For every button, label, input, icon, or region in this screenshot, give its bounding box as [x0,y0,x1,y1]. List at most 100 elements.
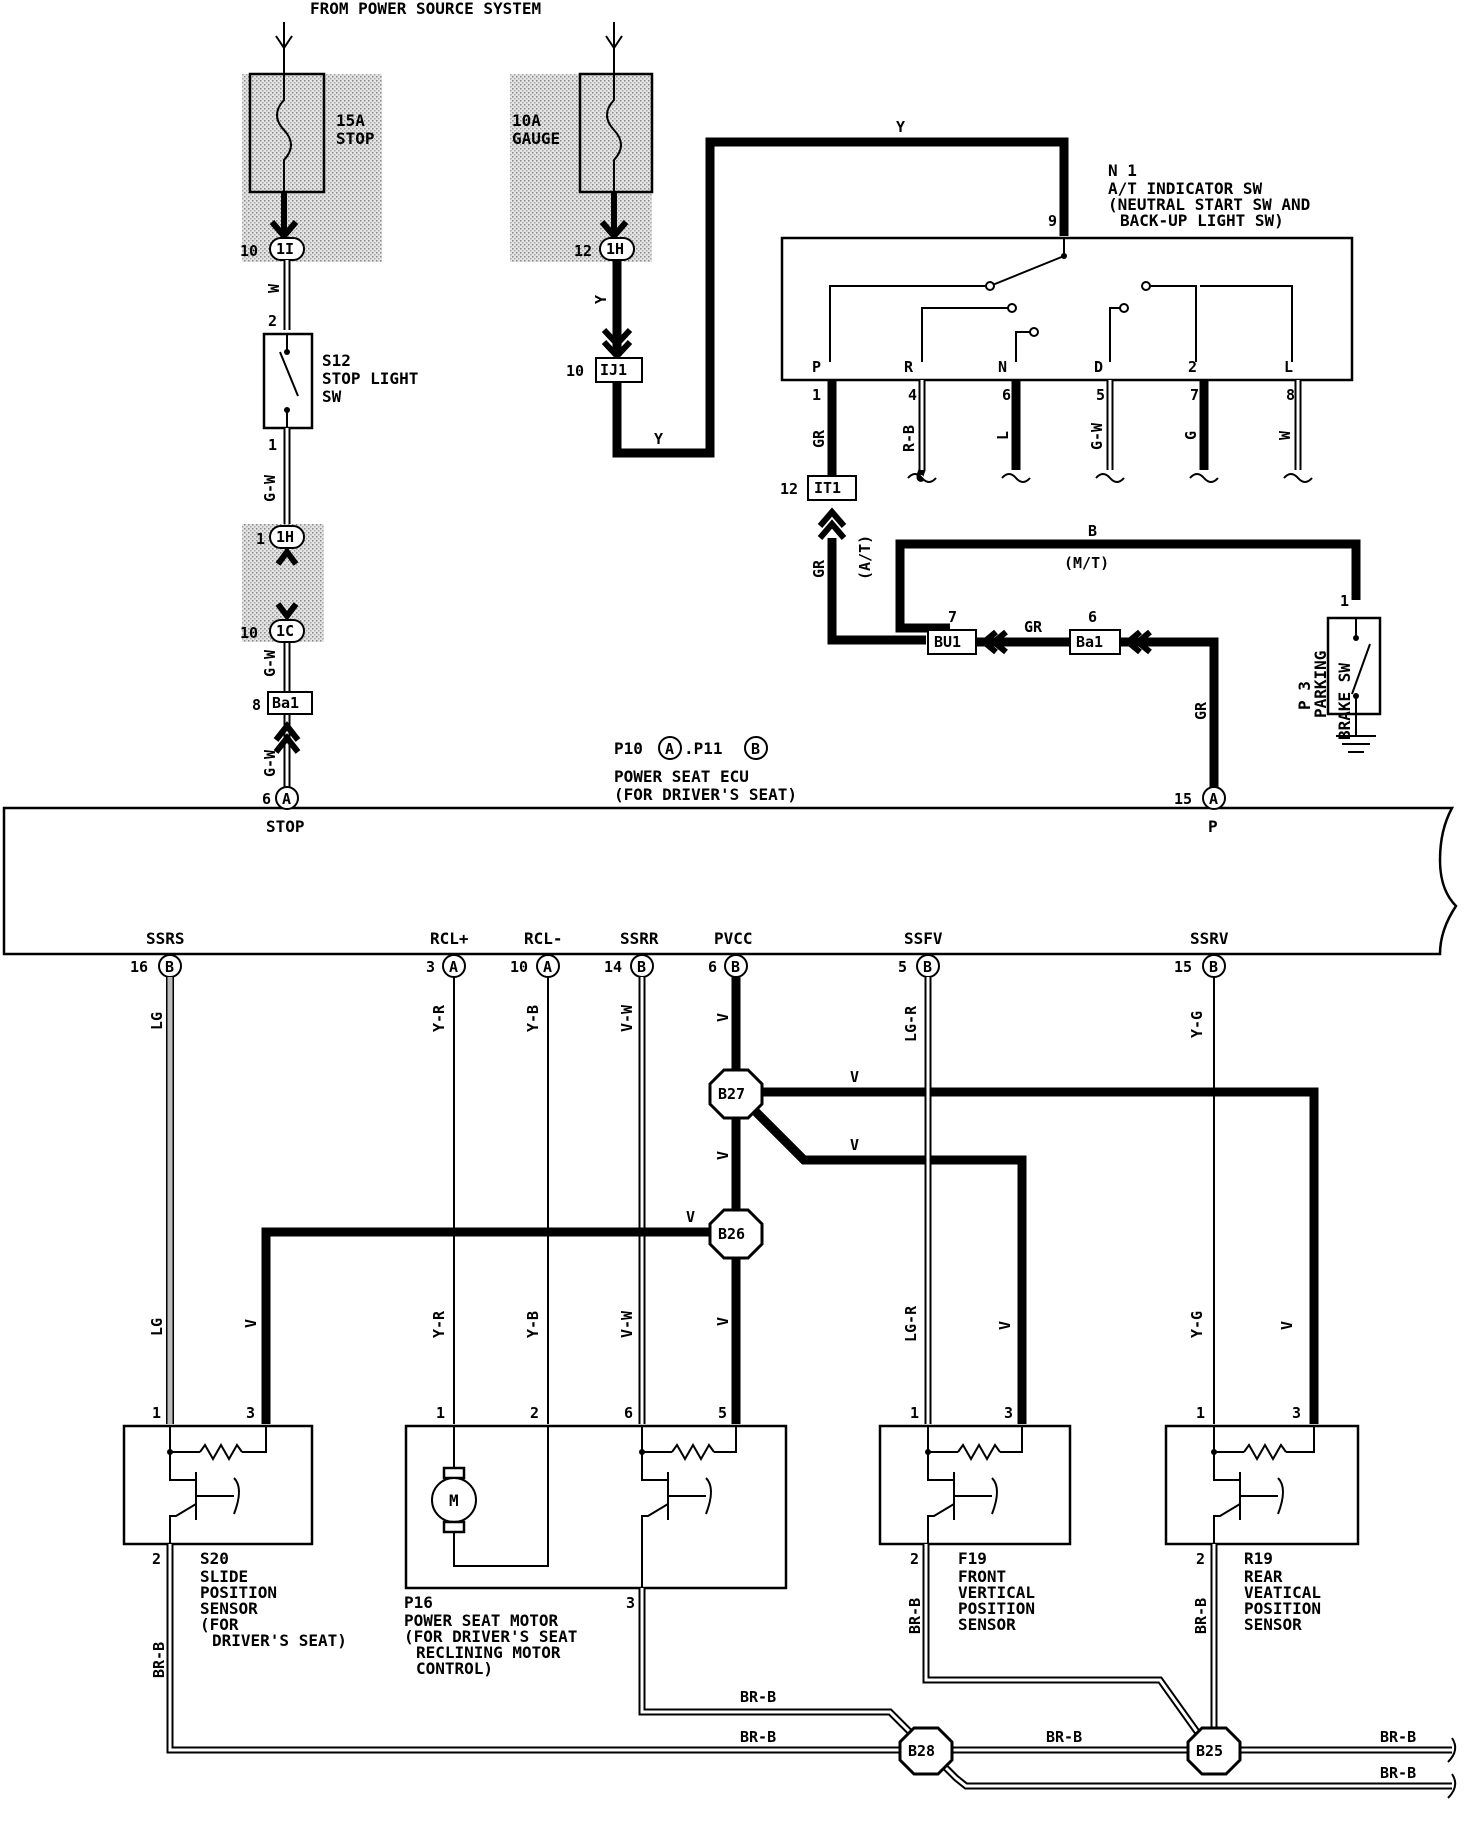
f19-pin-3: 3 [1004,1404,1013,1422]
n1-positions: P R N D 2 L [812,358,1293,376]
n1-line1: A/T INDICATOR SW [1108,179,1262,198]
ecu-title: P10 A .P11 B POWER SEAT ECU (FOR DRIVER'… [614,736,797,804]
f19-pin-2: 2 [910,1550,919,1568]
hub-b27-label: B27 [718,1085,745,1103]
ecu-term-ssrv: SSRV [1190,929,1229,948]
n1-pin-7: 7 [1190,386,1199,404]
ecu-bottom-terms: SSRS 16 B RCL+ 3 A RCL- 10 A SSRR 14 B P… [130,929,1229,978]
power-seat-motor-p16: 1 2 6 5 M 3 P16 POWER SEAT MOTOR (FOR DR… [404,1404,788,1678]
n1-pin-6: 6 [1002,386,1011,404]
ecu-term-ssrv-conn: B [1209,958,1218,976]
ecu-term-ssfv-pin: 5 [898,958,907,976]
wire-label-brb-1: BR-B [150,1642,168,1678]
n1-wire-labels: GR R-B L G-W G W [810,422,1294,452]
p16-pin-6: 6 [624,1404,633,1422]
hub-b28-label: B28 [908,1742,935,1760]
ecu-term-stop: 6 A STOP [262,786,305,836]
arrow-up-icon [817,507,847,528]
n1-wire-gw: G-W [1088,422,1106,450]
indicator-switch-body [780,236,1354,382]
connector-BU1-label: BU1 [934,633,961,651]
ecu-line2: (FOR DRIVER'S SEAT) [614,785,797,804]
wire-label-y-3: Y [896,118,905,136]
n1-line3: BACK-UP LIGHT SW) [1120,211,1284,230]
p3-line2: BRAKE SW [1335,663,1354,740]
connector-IT1-pin: 12 [780,480,798,498]
n1-wire-l: L [994,431,1012,440]
wire-label-lg-2: LG [148,1318,166,1336]
p16-pin-3: 3 [626,1594,635,1612]
n1-wire-rb: R-B [900,425,918,452]
p16-id: P16 [404,1593,433,1612]
connector-IJ1-label: IJ1 [600,361,627,379]
wire-label-gr-1: GR [810,559,828,578]
wire-label-vw-2: V-W [618,1310,636,1338]
arrow-up-icon [273,721,301,742]
arrow-up-icon [817,519,847,540]
s20-pin-1: 1 [152,1404,161,1422]
hub-b28: B28 [898,1726,954,1776]
hub-b26-label: B26 [718,1225,745,1243]
connector-Ba1-b-label: Ba1 [1076,633,1103,651]
arrow-down-icon [275,602,299,621]
ecu-term-ssrv-pin: 15 [1174,958,1192,976]
p16-line2: RECLINING MOTOR [416,1643,561,1662]
connector-Ba1-a-pin: 8 [252,696,261,714]
wire-label-gw-2: G-W [261,649,279,677]
s20-line1: POSITION [200,1583,277,1602]
fuse-stop-rating: 15A [336,111,365,130]
wire-label-yg-1: Y-G [1188,1011,1206,1038]
connector-1I-pin: 10 [240,242,258,260]
n1-pin-1: 1 [812,386,821,404]
ecu-term-pvcc-conn: B [731,958,740,976]
p3-pin: 1 [1340,592,1349,610]
s20-line0: SLIDE [200,1567,248,1586]
wire-label-gw-3: G-W [261,749,279,777]
ecu-term-ssrr-pin: 14 [604,958,622,976]
ecu-term-ssrs-pin: 16 [130,958,148,976]
wire-label-gw-1: G-W [261,474,279,502]
wire-label-at: (A/T) [856,535,874,580]
ecu-term-rclp-conn: A [449,958,458,976]
ecu-term-rclp: RCL+ [430,929,469,948]
ecu-line1: POWER SEAT ECU [614,767,749,786]
ecu-term-ssrr-conn: B [637,958,646,976]
ecu-term-ssfv-conn: B [923,958,932,976]
n1-pins: 1 4 6 5 7 8 [812,386,1295,404]
n1-pin-5: 5 [1096,386,1105,404]
wire-label-v-6: V [850,1136,859,1154]
wire-label-v-1: V [714,1013,732,1022]
f19-line0: FRONT [958,1567,1006,1586]
r19-line0: REAR [1244,1567,1283,1586]
s20-id: S20 [200,1549,229,1568]
ecu-term-p: 15 A P [1174,786,1226,836]
arrow-down-icon [269,220,299,241]
arrow-up-icon [275,547,299,566]
n1-wire-g: G [1182,431,1200,440]
wire-label-brb-5: BR-B [740,1728,776,1746]
wire-label-yr-1: Y-R [430,1004,448,1032]
ecu-term-ssrr: SSRR [620,929,659,948]
power-seat-ecu [2,806,1458,956]
ecu-term-ssrs: SSRS [146,929,185,948]
s12-pin-bottom: 1 [268,436,277,454]
wire-label-yg-2: Y-G [1188,1311,1206,1338]
connector-IJ1 [595,357,643,383]
p16-line1: (FOR DRIVER'S SEAT [404,1627,577,1646]
r19-id: R19 [1244,1549,1273,1568]
wire-label-yb-2: Y-B [524,1311,542,1338]
r19-line1: VEATICAL [1244,1583,1321,1602]
wire-label-v-2: V [714,1151,732,1160]
arrow-down-icon [601,339,633,361]
connector-Ba1-a-label: Ba1 [272,694,299,712]
wire-label-brb-3: BR-B [1192,1598,1210,1634]
wire-label-gr-3: GR [1192,701,1210,720]
n1-pos-n: N [998,358,1007,376]
wire-label-vw-1: V-W [618,1004,636,1032]
wire-label-lgr-2: LG-R [902,1305,920,1342]
r19-pin-3: 3 [1292,1404,1301,1422]
r19-line2: POSITION [1244,1599,1321,1618]
wire-label-y-2: Y [654,430,663,448]
fuse-stop-name: STOP [336,129,375,148]
ecu-conn-b: B [751,740,760,758]
